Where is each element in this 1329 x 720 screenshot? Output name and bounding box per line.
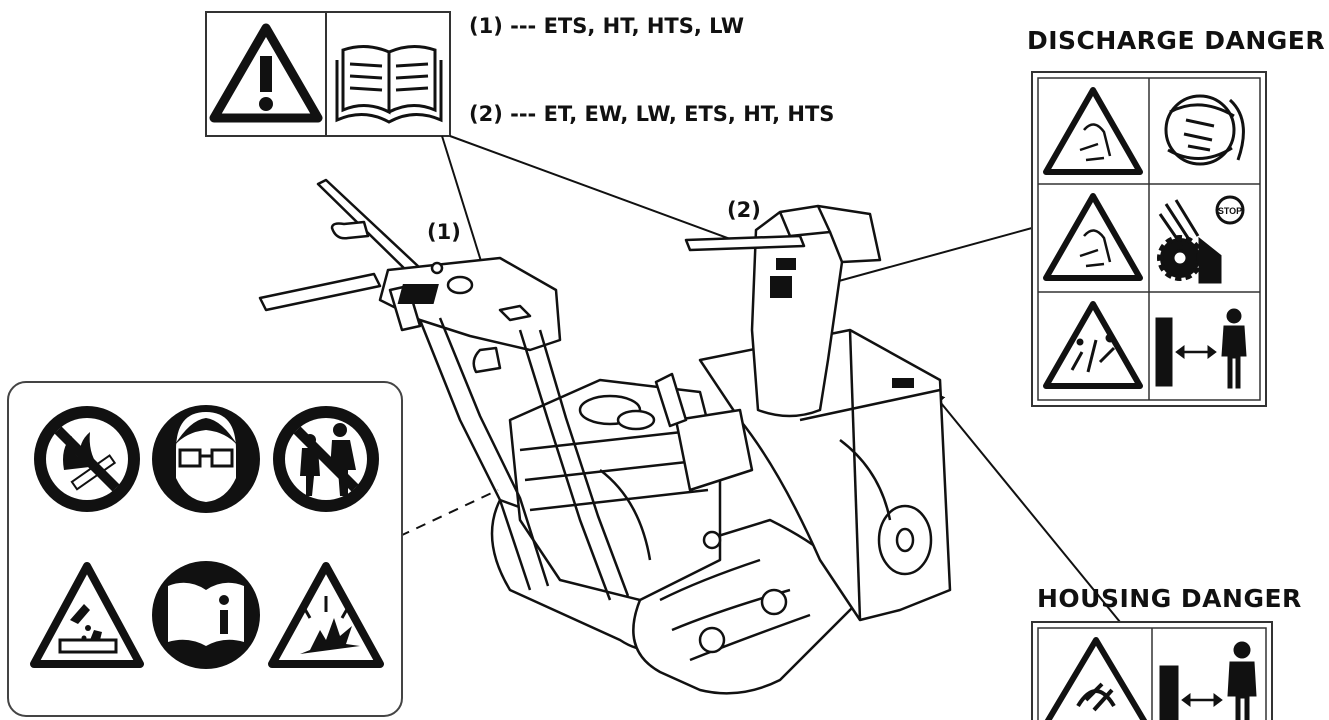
keep-distance-icon — [1155, 308, 1247, 389]
no-smoking-icon — [34, 406, 140, 512]
callout-label-2: (2) — [727, 198, 761, 222]
leader-line-safety-panel — [399, 489, 499, 537]
housing-danger-title: HOUSING DANGER — [1037, 584, 1302, 613]
chute-hand-warning-icon — [1043, 87, 1143, 175]
leader-line-housing — [931, 390, 1121, 623]
warning-triangle-icon — [209, 23, 323, 123]
thrown-objects-warning-icon — [1043, 301, 1143, 389]
svg-text:STOP: STOP — [1218, 206, 1242, 216]
discharge-danger-title: DISCHARGE DANGER — [1027, 26, 1326, 55]
leader-line-discharge — [804, 227, 1033, 294]
explosion-warning-icon — [268, 562, 384, 668]
auger-stop-icon: STOP — [1157, 195, 1245, 284]
corrosive-battery-warning-icon — [30, 562, 144, 668]
callout-label-1: (1) — [427, 220, 461, 244]
read-manual-icon — [152, 561, 260, 669]
keep-distance-icon — [1159, 641, 1257, 720]
safety-symbols-panel — [7, 381, 403, 717]
auger-hand-warning-icon — [1044, 637, 1148, 720]
model-list-2: (2) --- ET, EW, LW, ETS, HT, HTS — [469, 102, 835, 126]
snow-blower-machine — [258, 178, 952, 695]
housing-danger-panel — [1031, 621, 1273, 720]
no-bystanders-icon — [273, 406, 379, 512]
model-list-1: (1) --- ETS, HT, HTS, LW — [469, 14, 745, 38]
manual-book-icon — [335, 45, 443, 124]
rotating-impeller-icon — [1164, 94, 1245, 166]
label-1-panel — [205, 11, 451, 137]
eye-protection-icon — [152, 405, 260, 513]
discharge-danger-panel: STOP — [1031, 71, 1267, 407]
chute-hand-warning-icon — [1043, 193, 1143, 281]
